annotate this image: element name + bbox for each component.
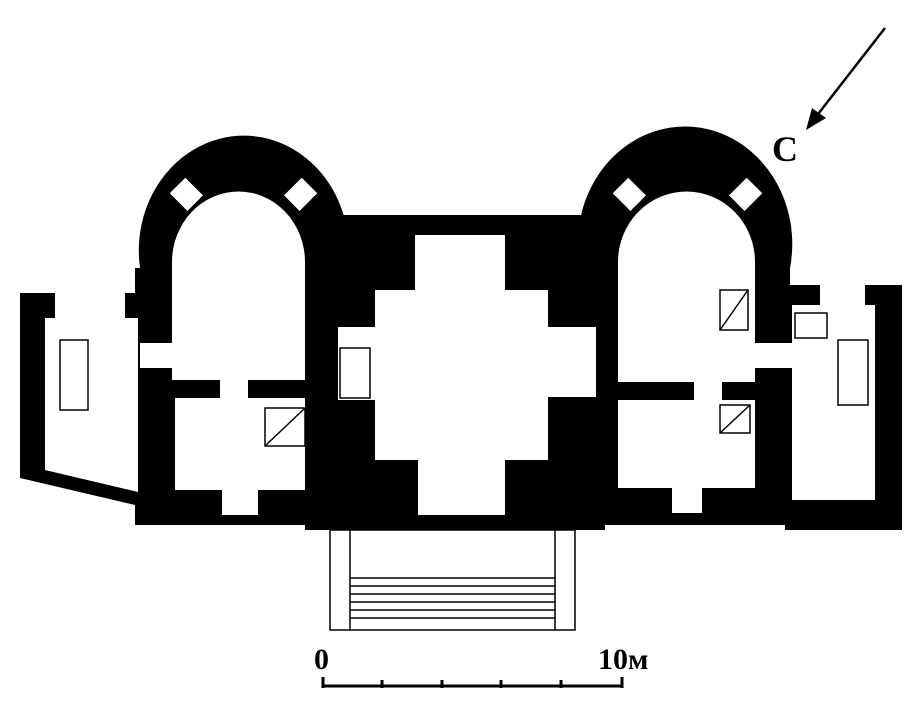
left-apse-room xyxy=(172,191,305,380)
columns xyxy=(403,223,517,528)
north-label: С xyxy=(772,129,798,169)
porch-stairs xyxy=(329,529,576,631)
right-apse-room xyxy=(618,191,755,382)
window xyxy=(169,177,203,211)
scale-end-label: 10м xyxy=(598,643,649,676)
opening xyxy=(820,285,865,305)
scale-start-label: 0 xyxy=(314,643,329,676)
window xyxy=(612,177,646,211)
opening xyxy=(140,343,172,368)
entrance xyxy=(672,488,702,513)
details xyxy=(59,229,869,521)
right-annex-room xyxy=(792,305,875,500)
stair-west xyxy=(338,327,375,400)
window xyxy=(729,177,763,211)
opening xyxy=(220,380,248,398)
left-annex-room xyxy=(45,318,138,492)
central-hall xyxy=(375,290,548,460)
opening xyxy=(755,343,792,368)
opening xyxy=(55,293,125,318)
entrance xyxy=(222,490,258,515)
east-niche xyxy=(548,327,596,397)
north-arrow-icon xyxy=(806,27,886,130)
north-niche xyxy=(415,235,505,295)
window xyxy=(284,177,318,211)
left-lower-room xyxy=(175,398,305,490)
south-niche xyxy=(418,455,505,515)
opening xyxy=(694,382,722,400)
scale-bar xyxy=(321,677,624,688)
right-lower-room xyxy=(618,400,755,488)
rooms xyxy=(45,177,875,515)
